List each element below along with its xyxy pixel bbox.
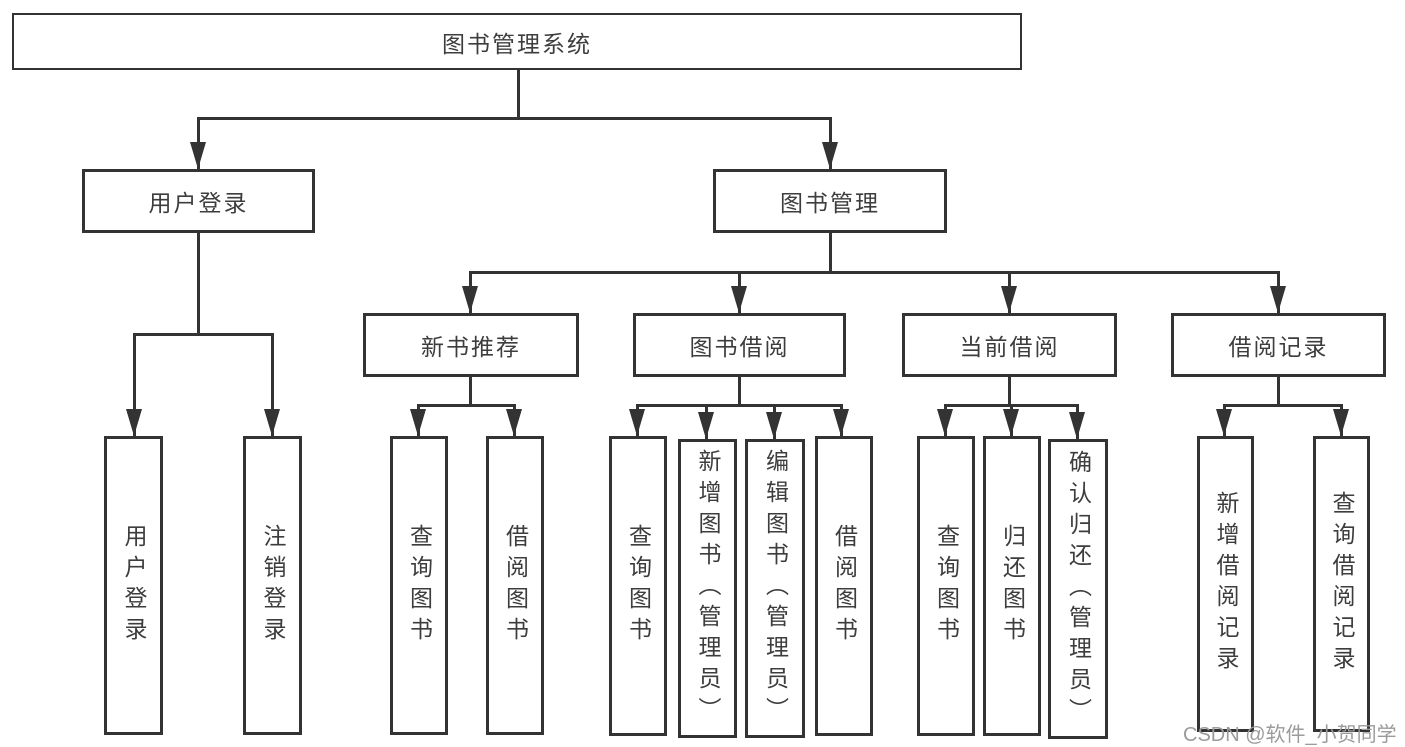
connector-newrec-rail bbox=[417, 404, 516, 407]
leaf-query-borrow-record: 查询借阅记录 bbox=[1313, 436, 1370, 732]
leaf-query-books-current: 查询图书 bbox=[917, 436, 975, 736]
arrow-icon bbox=[190, 142, 206, 169]
arrow-icon bbox=[1001, 286, 1017, 313]
connector-root-stem bbox=[517, 68, 520, 119]
connector-cb-stem bbox=[1008, 377, 1011, 406]
node-borrow-records: 借阅记录 bbox=[1171, 313, 1386, 377]
connector-login-drop-1 bbox=[133, 333, 136, 436]
arrow-icon bbox=[264, 409, 280, 436]
arrow-icon bbox=[833, 409, 849, 436]
leaf-return-book: 归还图书 bbox=[983, 436, 1041, 736]
leaf-user-login: 用户登录 bbox=[104, 436, 163, 735]
arrow-icon bbox=[822, 142, 838, 169]
arrow-icon bbox=[698, 412, 714, 439]
arrow-icon bbox=[1003, 409, 1019, 436]
node-book-management: 图书管理 bbox=[713, 169, 947, 233]
node-borrow-records-label: 借阅记录 bbox=[1228, 334, 1329, 360]
node-library-system: 图书管理系统 bbox=[12, 13, 1022, 70]
node-new-book-recommend-label: 新书推荐 bbox=[421, 334, 521, 360]
arrow-icon bbox=[462, 286, 478, 313]
leaf-borrow-books: 借阅图书 bbox=[815, 436, 873, 736]
arrow-icon bbox=[1069, 412, 1085, 439]
connector-newrec-stem bbox=[469, 377, 472, 406]
arrow-icon bbox=[766, 412, 782, 439]
arrow-icon bbox=[1270, 286, 1286, 313]
leaf-confirm-return-admin: 确认归还（管理员） bbox=[1048, 439, 1108, 739]
leaf-query-books-recommend: 查询图书 bbox=[390, 436, 448, 735]
node-book-borrow-label: 图书借阅 bbox=[689, 334, 790, 360]
leaf-borrow-books-recommend: 借阅图书 bbox=[486, 436, 544, 735]
node-user-login-label: 用户登录 bbox=[148, 190, 249, 216]
connector-level2-rail bbox=[197, 117, 832, 120]
connector-level3-rail bbox=[469, 271, 1279, 274]
leaf-add-book-admin: 新增图书（管理员） bbox=[678, 439, 737, 738]
arrow-icon bbox=[1216, 409, 1232, 436]
csdn-watermark: CSDN @软件_小贺同学 bbox=[1183, 724, 1397, 746]
node-new-book-recommend: 新书推荐 bbox=[363, 313, 579, 377]
arrow-icon bbox=[506, 409, 522, 436]
leaf-edit-book-admin: 编辑图书（管理员） bbox=[745, 439, 805, 738]
arrow-icon bbox=[126, 409, 142, 436]
arrow-icon bbox=[410, 409, 426, 436]
arrow-icon bbox=[731, 286, 747, 313]
node-current-borrow-label: 当前借阅 bbox=[959, 334, 1060, 360]
leaf-query-books-borrow: 查询图书 bbox=[609, 436, 667, 736]
connector-login-drop-2 bbox=[271, 333, 274, 436]
arrow-icon bbox=[1333, 409, 1349, 436]
leaf-logout: 注销登录 bbox=[243, 436, 302, 735]
node-book-management-label: 图书管理 bbox=[780, 190, 880, 216]
connector-login-rail bbox=[133, 333, 274, 336]
connector-br-stem bbox=[1277, 377, 1280, 406]
connector-bb-stem bbox=[738, 377, 741, 406]
connector-mgmt-stem bbox=[829, 232, 832, 273]
node-user-login: 用户登录 bbox=[82, 169, 315, 233]
node-current-borrow: 当前借阅 bbox=[902, 313, 1117, 377]
connector-login-stem bbox=[197, 233, 200, 336]
connector-bb-rail bbox=[636, 404, 843, 407]
node-library-system-label: 图书管理系统 bbox=[442, 30, 592, 57]
leaf-add-borrow-record: 新增借阅记录 bbox=[1197, 436, 1254, 732]
node-book-borrow: 图书借阅 bbox=[633, 313, 846, 377]
arrow-icon bbox=[629, 409, 645, 436]
arrow-icon bbox=[937, 409, 953, 436]
connector-br-rail bbox=[1223, 404, 1343, 407]
